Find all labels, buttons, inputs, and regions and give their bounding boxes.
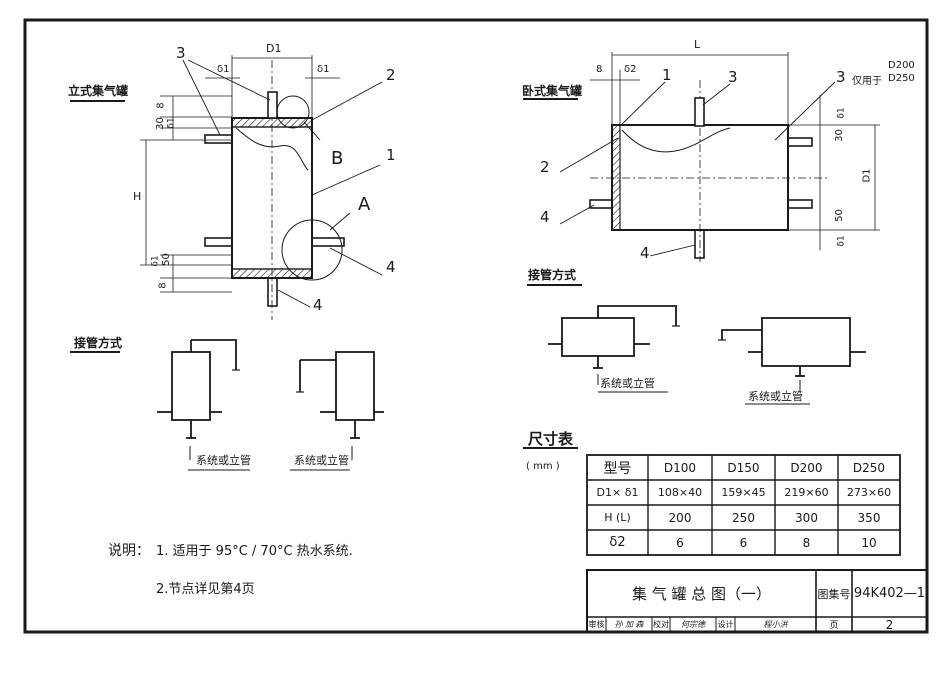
size-table-header-d150: D150 xyxy=(727,460,760,475)
dim-delta1-b: δ1 xyxy=(150,255,161,267)
atlas-number: 94K402—1 xyxy=(853,586,926,601)
size-table-cell: 6 xyxy=(739,535,748,550)
callout-4b: 4 xyxy=(313,296,323,314)
dim-delta1-right: δ1 xyxy=(317,64,330,75)
dim-delta1-bot-right: δ1 xyxy=(836,235,847,247)
dim-delta2: δ2 xyxy=(624,64,637,75)
callout-4b-right: 4 xyxy=(640,244,650,262)
callout-4a: 4 xyxy=(386,258,396,276)
dim-8-top: 8 xyxy=(155,102,167,109)
horizontal-connection-schemes xyxy=(527,284,866,405)
title-block-grid xyxy=(586,569,928,633)
size-table-cell: 300 xyxy=(795,510,818,525)
check-signature: 何宗德 xyxy=(681,620,705,629)
size-table-header-d200: D200 xyxy=(790,460,823,475)
callout-1-right: 1 xyxy=(662,66,672,84)
callout-A: A xyxy=(358,194,371,215)
size-table-header-d100: D100 xyxy=(663,460,697,475)
page-label: 页 xyxy=(829,621,839,631)
dim-50: 50 xyxy=(160,253,172,266)
size-table-cell: 219×60 xyxy=(784,486,829,499)
size-table-cell: 350 xyxy=(857,510,881,525)
callout-3-note-d250: D250 xyxy=(888,73,915,84)
dim-H: H xyxy=(133,190,142,203)
sheet-frame xyxy=(23,18,929,634)
atlas-number-label: 图集号 xyxy=(817,587,851,601)
callout-2-right: 2 xyxy=(540,158,550,176)
vertical-connection-schemes xyxy=(70,339,384,471)
vertical-tank-title: 立式集气罐 xyxy=(68,84,129,98)
size-table-grid xyxy=(523,447,901,556)
callout-3-note-text: 仅用于 xyxy=(852,76,882,87)
review-label: 审核 xyxy=(588,620,605,629)
horizontal-connection-title: 接管方式 xyxy=(528,268,577,282)
dim-delta1-top-right: δ1 xyxy=(836,107,847,119)
callout-3-note-d200: D200 xyxy=(888,60,915,71)
horizontal-tank-title: 卧式集气罐 xyxy=(522,84,583,98)
size-table-row-label: D1× δ1 xyxy=(596,486,639,499)
vertical-conn-label-1: 系统或立管 xyxy=(196,454,251,467)
note-item-2: 2.节点详见第4页 xyxy=(156,582,255,597)
dim-30-right: 30 xyxy=(833,129,845,142)
vertical-tank-drawing xyxy=(70,55,383,320)
vertical-connection-title: 接管方式 xyxy=(74,336,123,350)
note-item-1: 1. 适用于 95°C / 70°C 热水系统. xyxy=(156,544,353,559)
size-table-cell: 273×60 xyxy=(846,486,892,499)
callout-2: 2 xyxy=(386,66,396,84)
dim-delta1-left: δ1 xyxy=(217,64,230,75)
dim-30: 30 xyxy=(154,117,166,130)
dim-8-bot: 8 xyxy=(157,282,169,289)
size-table-unit: ( mm ) xyxy=(526,461,560,472)
design-label: 设计 xyxy=(717,620,734,629)
callout-3-note-num: 3 xyxy=(836,68,846,86)
size-table-cell: 6 xyxy=(676,535,684,550)
callout-1: 1 xyxy=(386,146,396,164)
size-table-cell: 10 xyxy=(861,535,877,550)
dim-50-right: 50 xyxy=(833,209,845,222)
design-signature: 程小洪 xyxy=(763,620,788,629)
dim-L: L xyxy=(694,38,701,51)
page-number: 2 xyxy=(885,617,894,632)
dim-D1-right: D1 xyxy=(861,168,873,183)
size-table-cell: 8 xyxy=(802,535,811,550)
review-signature: 孙 加 森 xyxy=(614,620,644,629)
size-table-title: 尺寸表 xyxy=(528,430,574,448)
size-table-header-d250: D250 xyxy=(852,460,886,475)
dim-8-right: 8 xyxy=(596,64,603,75)
horizontal-conn-label-2: 系统或立管 xyxy=(748,390,803,403)
dim-delta1-v: δ1 xyxy=(166,117,177,129)
size-table-row-label: H (L) xyxy=(604,511,631,524)
callout-3-right: 3 xyxy=(728,68,738,86)
size-table-cell: 108×40 xyxy=(657,486,703,499)
dim-D1: D1 xyxy=(266,42,282,55)
size-table-header-model: 型号 xyxy=(603,460,632,477)
horizontal-tank-drawing xyxy=(523,52,880,262)
size-table-cell: 250 xyxy=(732,510,755,525)
vertical-conn-label-2: 系统或立管 xyxy=(294,454,349,467)
size-table-cell: 200 xyxy=(668,510,692,525)
callout-3: 3 xyxy=(176,44,186,62)
check-label: 校对 xyxy=(653,620,669,629)
size-table-row-label: δ2 xyxy=(609,535,626,550)
callout-B: B xyxy=(331,148,344,169)
notes-label: 说明： xyxy=(108,543,150,559)
callout-4a-right: 4 xyxy=(540,208,550,226)
size-table-cell: 159×45 xyxy=(721,486,766,499)
horizontal-conn-label-1: 系统或立管 xyxy=(600,377,655,390)
drawing-title: 集 气 罐 总 图（一） xyxy=(631,585,772,603)
